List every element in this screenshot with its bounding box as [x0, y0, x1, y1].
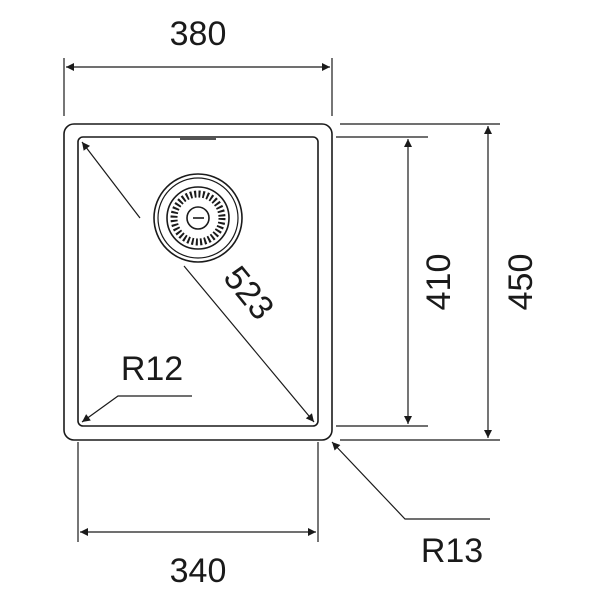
inner-radius-label: R12	[121, 350, 183, 388]
dimension-outer-width: 380	[63, 15, 333, 116]
outer-width-label: 380	[170, 15, 227, 53]
dimension-inner-radius: R12	[81, 350, 192, 423]
sink-inner-bowl	[77, 136, 319, 427]
dimension-inner-width: 340	[77, 442, 319, 590]
sink-outer-rim	[63, 123, 333, 441]
dimension-inner-depth: 410	[336, 136, 458, 427]
outer-radius-label: R13	[421, 532, 483, 570]
inner-depth-label: 410	[420, 254, 458, 311]
outer-depth-label: 450	[502, 254, 540, 311]
dimension-diagonal: 523	[81, 141, 315, 423]
inner-width-label: 340	[170, 552, 227, 590]
drain-strainer-icon	[153, 173, 243, 263]
dimension-outer-radius: R13	[331, 441, 490, 570]
dimension-outer-depth: 450	[340, 123, 540, 441]
